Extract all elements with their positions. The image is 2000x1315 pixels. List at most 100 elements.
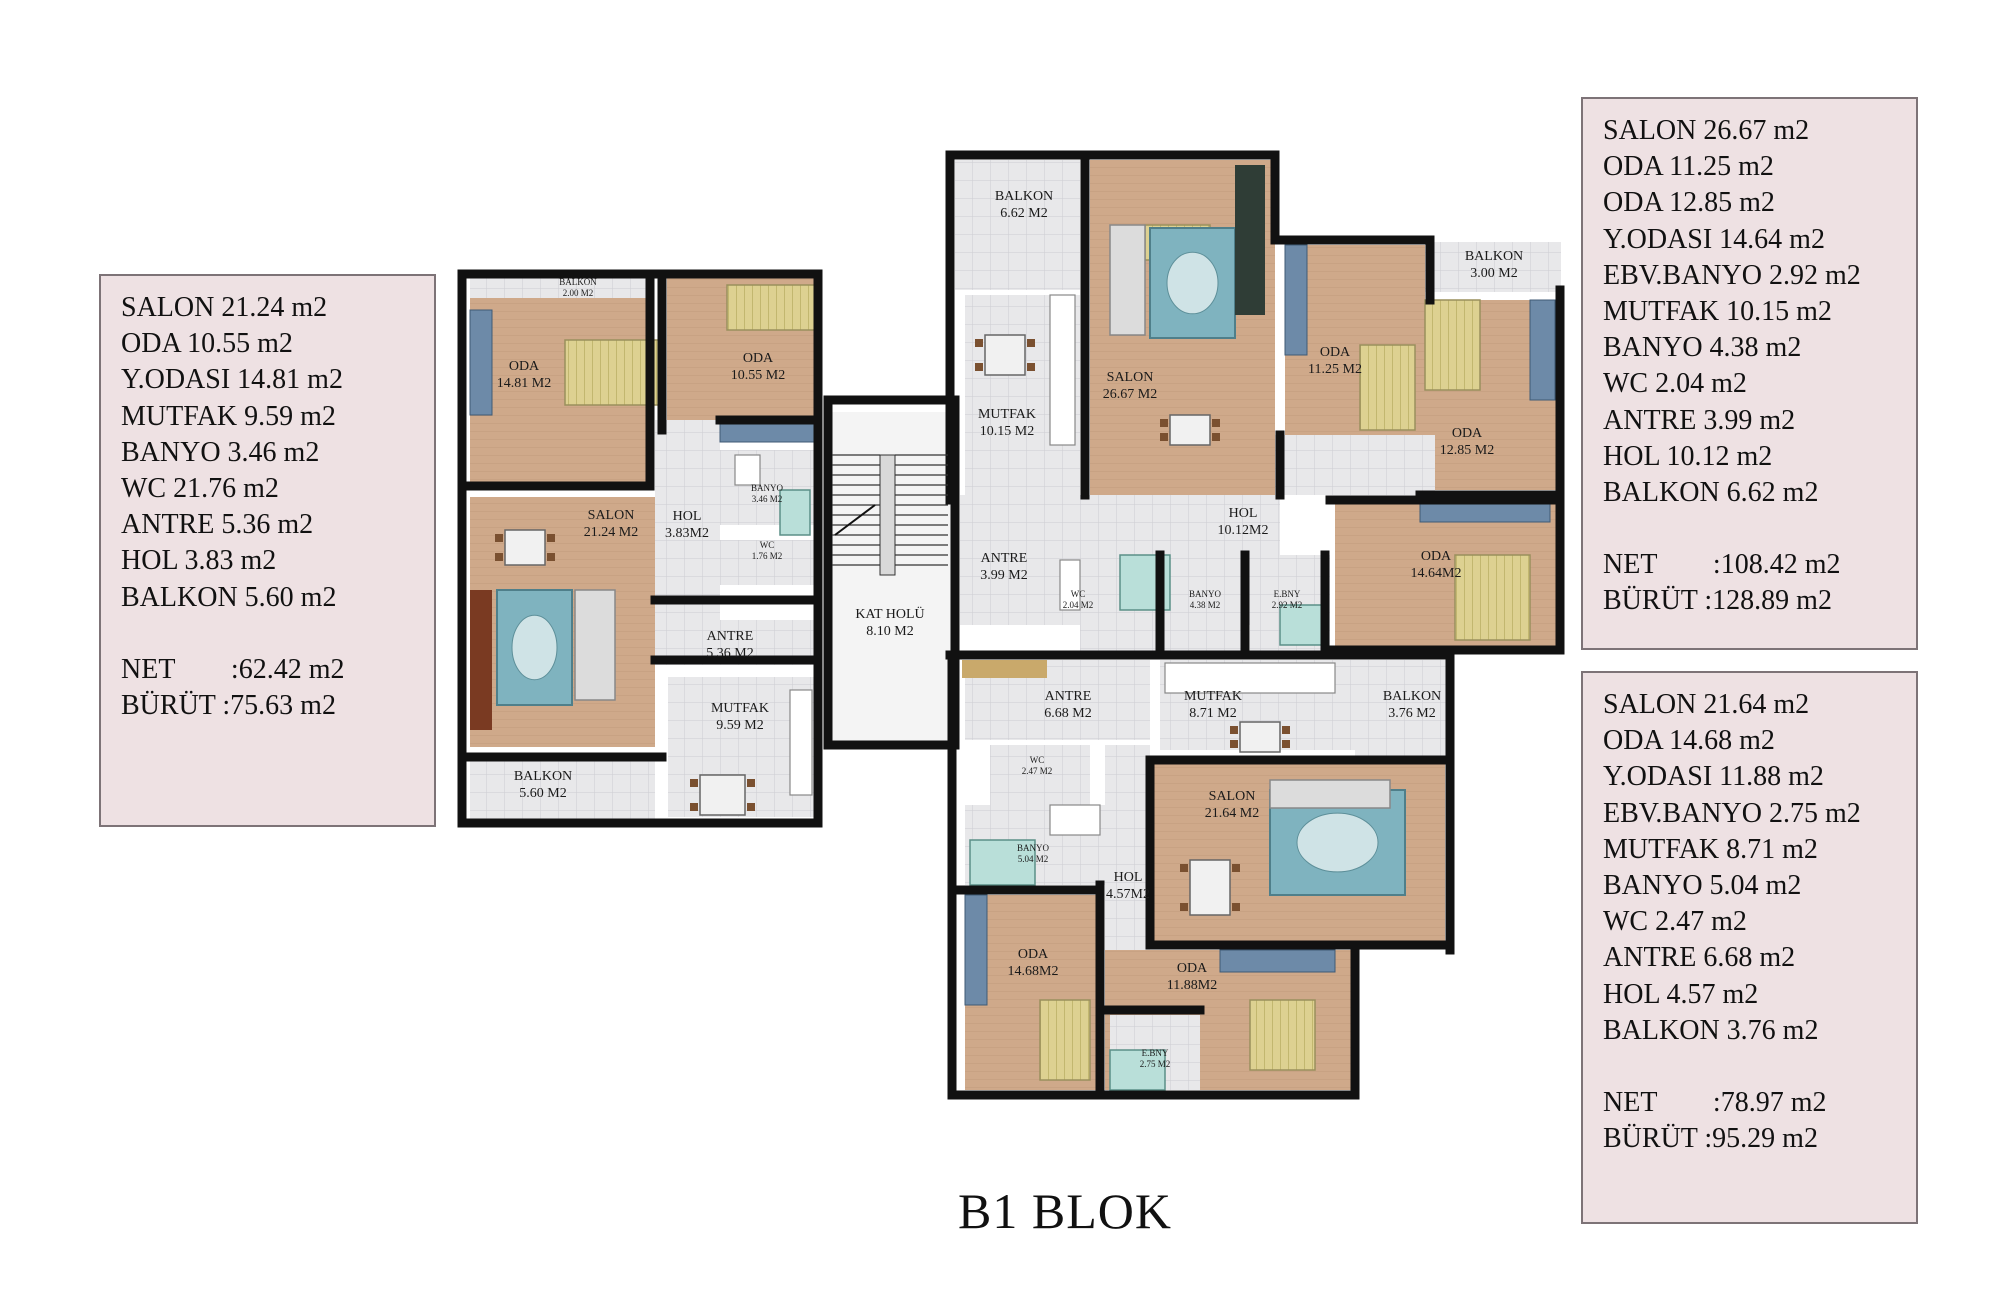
room-area-row: ANTRE 3.99 m2 bbox=[1603, 404, 1796, 436]
room-area: 14.68M2 bbox=[1008, 964, 1059, 979]
room-area-row: SALON 26.67 m2 bbox=[1603, 115, 1810, 146]
chair bbox=[690, 803, 698, 811]
net-area: NET :108.42 m2 bbox=[1603, 549, 1841, 581]
room-area-row: WC 2.04 m2 bbox=[1603, 368, 1747, 400]
fixture bbox=[789, 689, 813, 796]
bed bbox=[1359, 344, 1416, 431]
room-name: ANTRE bbox=[981, 551, 1028, 566]
room-area: 3.99 M2 bbox=[980, 568, 1027, 583]
chair bbox=[975, 363, 983, 371]
room-name: WC bbox=[1071, 589, 1086, 599]
room-area: 10.12M2 bbox=[1218, 523, 1269, 538]
room-area-row: Y.ODASI 11.88 m2 bbox=[1603, 761, 1824, 793]
bed bbox=[1039, 999, 1091, 1081]
room-area: 11.88M2 bbox=[1167, 978, 1217, 993]
room-area-row: BANYO 4.38 m2 bbox=[1603, 332, 1802, 364]
room-name: ODA bbox=[509, 359, 540, 374]
room-area: 12.85 M2 bbox=[1440, 443, 1494, 458]
stair-arrow bbox=[834, 504, 876, 536]
plan-title: B1 BLOK bbox=[958, 1183, 1172, 1239]
room-area: 14.64M2 bbox=[1411, 566, 1462, 581]
room-area-row: Y.ODASI 14.81 m2 bbox=[121, 364, 343, 396]
shower bbox=[969, 839, 1036, 886]
coffee-table bbox=[1296, 812, 1379, 873]
chair bbox=[495, 534, 503, 542]
chair bbox=[1232, 864, 1240, 872]
chair bbox=[1160, 433, 1168, 441]
net-area: NET :62.42 m2 bbox=[121, 653, 345, 685]
room-area: 8.71 M2 bbox=[1189, 706, 1236, 721]
chair bbox=[495, 553, 503, 561]
gross-area: BÜRÜT :75.63 m2 bbox=[121, 690, 336, 722]
room-area: 11.25 M2 bbox=[1308, 362, 1362, 377]
chair bbox=[1027, 363, 1035, 371]
room-area: 9.59 M2 bbox=[716, 718, 763, 733]
dining-table bbox=[984, 334, 1026, 376]
room-area-row: Y.ODASI 14.64 m2 bbox=[1603, 223, 1825, 255]
room-name: WC bbox=[1030, 755, 1045, 765]
chair bbox=[1212, 419, 1220, 427]
room-area: 2.47 M2 bbox=[1022, 766, 1053, 776]
chair bbox=[1282, 740, 1290, 748]
room-area: 2.75 M2 bbox=[1140, 1059, 1171, 1069]
room-area-row: HOL 10.12 m2 bbox=[1603, 440, 1773, 472]
room-area: 5.36 M2 bbox=[706, 646, 753, 661]
room-area-row: WC 2.47 m2 bbox=[1603, 906, 1747, 938]
room-name: BANYO bbox=[1017, 843, 1050, 853]
chair bbox=[975, 339, 983, 347]
room-area-row: SALON 21.24 m2 bbox=[121, 292, 328, 323]
chair bbox=[1230, 740, 1238, 748]
room-area: 6.62 M2 bbox=[1000, 206, 1047, 221]
coffee-table bbox=[511, 614, 558, 681]
room-name: WC bbox=[760, 540, 775, 550]
wardrobe bbox=[1284, 244, 1308, 356]
bed bbox=[1454, 554, 1531, 641]
floor-area bbox=[655, 420, 720, 650]
sofa bbox=[574, 589, 616, 701]
room-area-row: ODA 12.85 m2 bbox=[1603, 187, 1775, 219]
room-area-row: ODA 14.68 m2 bbox=[1603, 725, 1775, 757]
room-name: BANYO bbox=[751, 483, 784, 493]
chair bbox=[1160, 419, 1168, 427]
room-name: BALKON bbox=[514, 769, 572, 784]
room-name: BALKON bbox=[1383, 689, 1441, 704]
dining-table bbox=[1169, 414, 1211, 446]
chair bbox=[1282, 726, 1290, 734]
fixture bbox=[1049, 294, 1076, 446]
floor-area bbox=[470, 276, 650, 298]
tv-cabinet bbox=[470, 590, 492, 730]
room-name: ODA bbox=[1421, 549, 1452, 564]
fixture bbox=[1049, 804, 1101, 836]
room-name: BALKON bbox=[559, 277, 597, 287]
room-area-row: EBV.BANYO 2.92 m2 bbox=[1603, 259, 1861, 291]
room-area: 2.00 M2 bbox=[563, 288, 594, 298]
room-floors bbox=[470, 160, 1561, 1095]
staircase bbox=[832, 454, 948, 576]
floor-area bbox=[990, 745, 1090, 805]
room-area-row: MUTFAK 10.15 m2 bbox=[1603, 296, 1832, 328]
room-area: 3.00 M2 bbox=[1470, 266, 1517, 281]
room-name: ANTRE bbox=[707, 629, 754, 644]
room-name: KAT HOLÜ bbox=[855, 605, 924, 622]
room-area: 5.04 M2 bbox=[1018, 854, 1049, 864]
room-area-row: BALKON 3.76 m2 bbox=[1603, 1014, 1819, 1046]
room-area-row: BANYO 3.46 m2 bbox=[121, 436, 320, 468]
chair bbox=[1027, 339, 1035, 347]
room-area: 2.04 M2 bbox=[1063, 600, 1094, 610]
dining-table bbox=[1189, 859, 1231, 916]
net-area: NET :78.97 m2 bbox=[1603, 1087, 1827, 1119]
floor-area bbox=[955, 160, 1080, 290]
room-area: 10.15 M2 bbox=[980, 424, 1034, 439]
room-area-row: ANTRE 5.36 m2 bbox=[121, 509, 314, 541]
room-name: MUTFAK bbox=[978, 407, 1036, 422]
tv-cabinet bbox=[1235, 165, 1265, 315]
room-area: 4.38 M2 bbox=[1190, 600, 1221, 610]
room-name: ODA bbox=[743, 351, 774, 366]
dining-table bbox=[1239, 721, 1281, 753]
gross-area: BÜRÜT :128.89 m2 bbox=[1603, 585, 1832, 617]
